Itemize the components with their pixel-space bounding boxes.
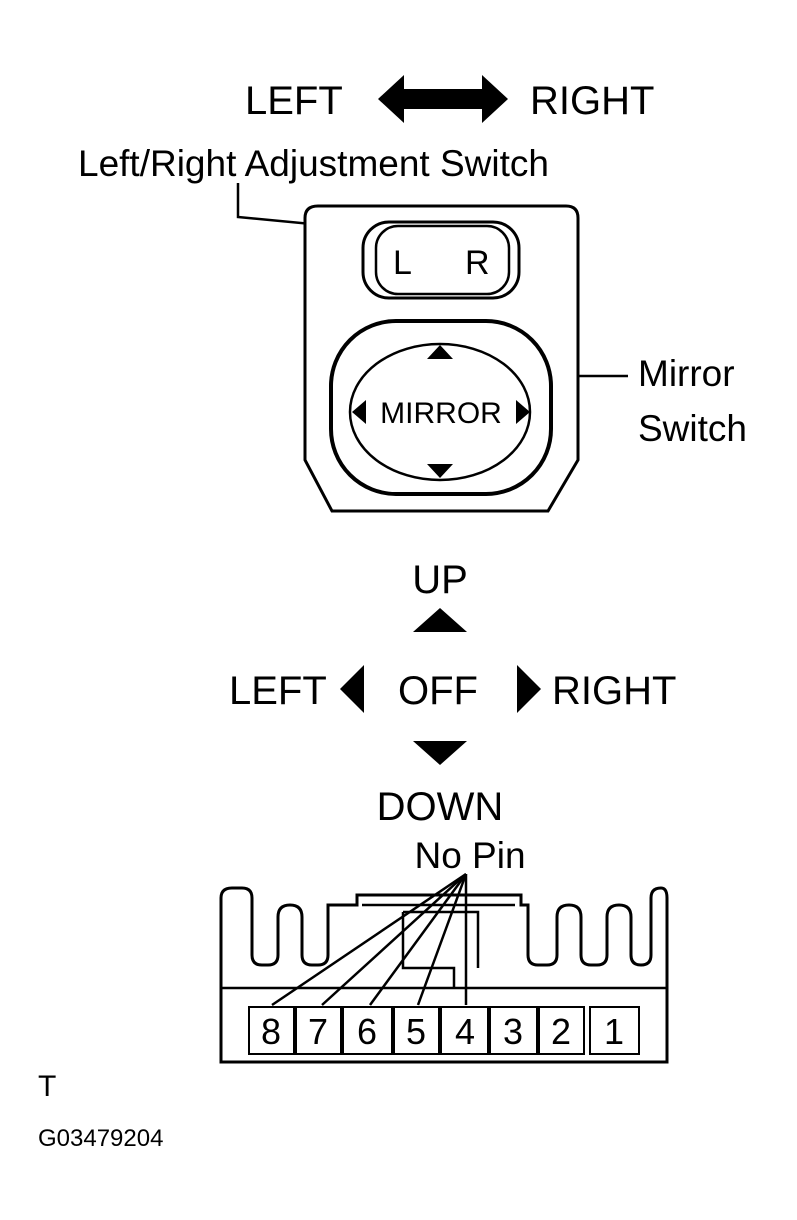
no-pin-leader-8 — [271, 872, 467, 1007]
pin-cell-6 — [342, 1006, 393, 1055]
right-arrow-icon — [517, 665, 541, 713]
position-up-label: UP — [412, 558, 468, 602]
top-left-label: LEFT — [245, 79, 343, 123]
position-off-label: OFF — [398, 669, 478, 713]
left-arrow-icon — [340, 665, 364, 713]
double-arrow-icon — [378, 75, 508, 123]
pin-number-6: 6 — [357, 1011, 377, 1052]
pin-cell-1 — [589, 1006, 640, 1055]
lr-switch-knob — [374, 224, 511, 296]
pin-cell-5 — [393, 1006, 440, 1055]
mirror-label: MIRROR — [380, 397, 502, 430]
no-pin-label: No Pin — [414, 835, 525, 876]
pin-cell-4 — [440, 1006, 489, 1055]
pin-cell-3 — [489, 1006, 538, 1055]
up-arrow-icon — [413, 608, 467, 632]
no-pin-leader-5 — [416, 873, 468, 1006]
down-arrow-icon — [413, 741, 467, 765]
no-pin-leader-7 — [321, 873, 467, 1006]
pin-number-8: 8 — [261, 1011, 281, 1052]
pin-cell-7 — [295, 1006, 342, 1055]
top-right-label: RIGHT — [530, 79, 654, 123]
pin-cell-2 — [538, 1006, 585, 1055]
mirror-switch-label-line1: Mirror — [638, 353, 735, 394]
right-key-label: R — [465, 244, 490, 282]
no-pin-leader-6 — [368, 873, 468, 1006]
pin-cell-8 — [248, 1006, 295, 1055]
pin-number-5: 5 — [406, 1011, 426, 1052]
connector-lock-tab — [362, 903, 515, 988]
pin-number-1: 1 — [604, 1011, 624, 1052]
no-pin-leader-lines — [271, 872, 468, 1007]
lr-adjustment-switch[interactable]: L R — [361, 220, 521, 300]
mirror-switch[interactable]: MIRROR — [329, 319, 553, 496]
pin-row: 8 7 6 5 4 3 2 1 — [248, 1006, 640, 1055]
lr-adjustment-switch-label: Left/Right Adjustment Switch — [78, 143, 549, 184]
left-key-label: L — [393, 244, 412, 282]
mirror-right-arrow-icon — [516, 400, 530, 424]
mirror-left-arrow-icon — [352, 400, 366, 424]
pin-number-4: 4 — [455, 1011, 475, 1052]
position-left-label: LEFT — [229, 669, 327, 713]
position-down-label: DOWN — [377, 785, 504, 829]
mirror-up-arrow-icon — [427, 345, 453, 359]
pin-number-2: 2 — [551, 1011, 571, 1052]
pin-number-3: 3 — [503, 1011, 523, 1052]
footer-mark: T — [38, 1070, 56, 1103]
figure-code: G03479204 — [38, 1125, 163, 1152]
mirror-switch-label-line2: Switch — [638, 408, 747, 449]
position-right-label: RIGHT — [552, 669, 676, 713]
mirror-down-arrow-icon — [427, 464, 453, 478]
pin-number-7: 7 — [308, 1011, 328, 1052]
